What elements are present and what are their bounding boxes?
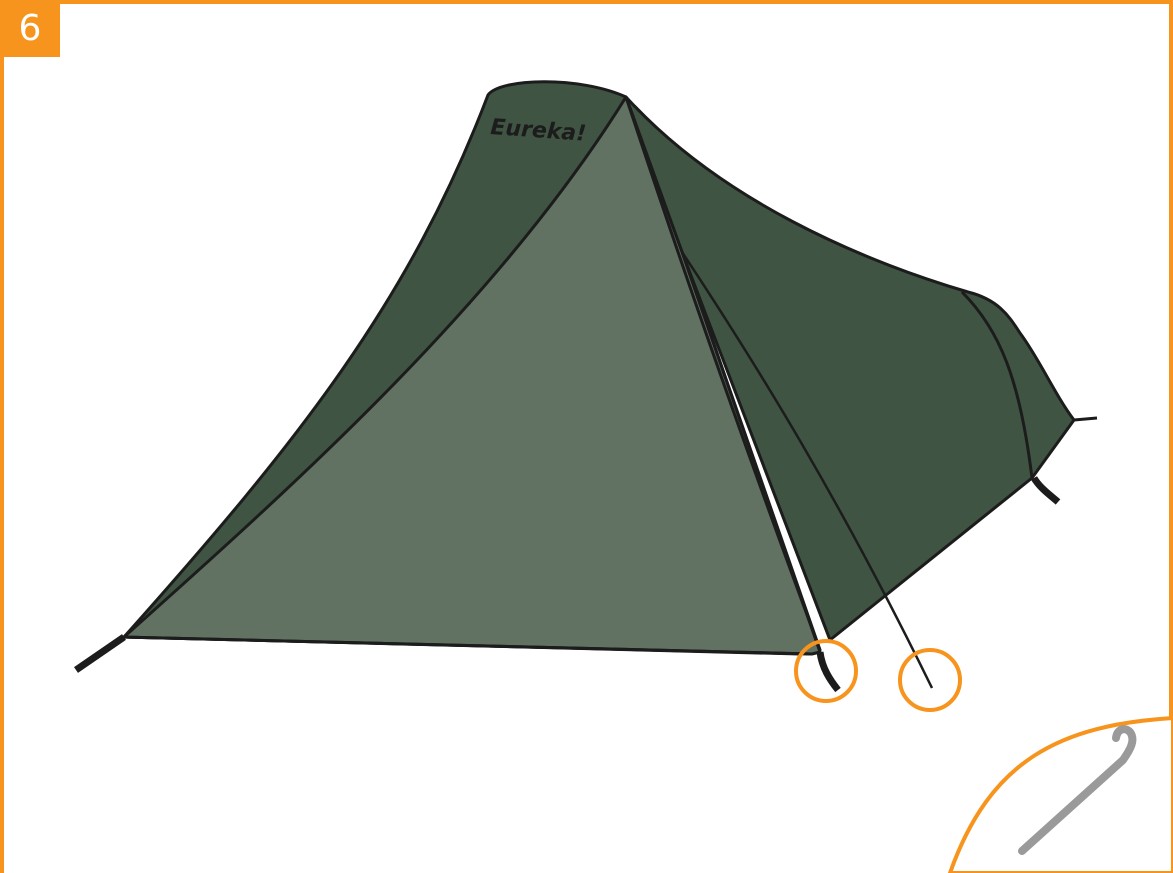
guy-line-highlight-circle xyxy=(900,650,960,710)
rear-tie xyxy=(1074,418,1097,420)
front-right-stake-loop xyxy=(820,652,838,690)
stake-inset-callout xyxy=(950,718,1173,873)
rear-stake-loop xyxy=(1034,478,1058,502)
front-left-stake-loop xyxy=(76,637,124,670)
